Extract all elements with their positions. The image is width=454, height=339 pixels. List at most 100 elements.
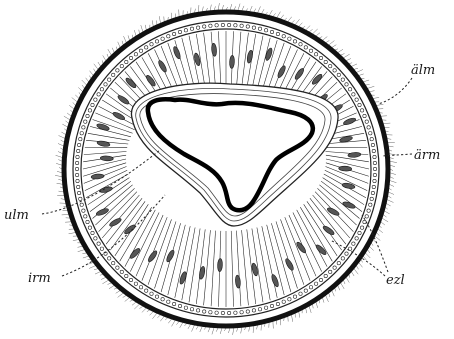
fringe-hair [367,86,374,88]
fringe-hair [338,49,343,52]
fringe-hair [132,302,136,305]
fringe-hair [139,306,143,309]
fringe-hair [94,64,98,70]
fringe-hair [313,304,314,308]
fringe-hair [384,211,389,214]
fringe-hair [78,250,85,252]
fringe-hair [249,326,250,331]
fringe-hair [367,250,370,253]
fringe-hair [157,315,160,318]
fringe-hair [75,95,79,99]
fringe-hair [237,328,238,332]
fringe-hair [322,37,327,41]
fringe-hair [280,15,283,19]
fringe-hair [343,54,349,58]
fringe-hair [250,6,253,12]
fringe-hair [316,302,318,308]
fringe-hair [356,70,363,73]
fringe-hair [72,98,78,103]
fringe-hair [82,85,85,88]
fringe-hair [58,152,63,154]
fringe-hair [354,68,358,69]
fringe-hair [56,163,62,165]
fringe-hair [390,165,395,167]
fringe-hair [388,142,395,143]
fringe-hair [66,121,69,124]
fringe-hair [359,263,363,268]
fringe-hair [103,55,106,60]
fringe-hair [83,256,89,258]
fringe-hair [58,160,62,162]
fringe-hair [363,80,369,82]
fringe-hair [180,322,183,327]
fringe-hair [365,84,369,85]
fringe-hair [230,4,232,10]
fringe-hair [316,33,320,36]
fringe-hair [369,246,373,250]
fringe-hair [234,6,236,10]
fringe-hair [341,54,345,56]
fringe-hair [108,49,112,55]
fringe-hair [108,283,112,285]
fringe-hair [107,54,109,58]
fringe-hair [288,17,292,22]
fringe-hair [196,326,198,330]
fringe-hair [216,328,218,332]
fringe-hair [369,91,374,92]
fringe-hair [176,321,179,324]
fringe-hair [375,236,381,241]
fringe-hair [78,246,83,247]
fringe-hair [160,316,164,321]
fringe-hair [172,320,176,326]
fringe-hair [214,6,215,10]
fringe-hair [390,177,394,179]
fringe-hair [139,30,140,34]
fringe-hair [118,42,121,48]
fringe-hair [57,195,64,196]
cell-nucleus [100,156,113,161]
fringe-hair [134,30,136,36]
fringe-hair [351,272,354,277]
fringe-hair [208,327,210,332]
fringe-hair [329,293,330,297]
fringe-hair [269,10,272,15]
fringe-hair [200,326,203,332]
fringe-hair [338,285,340,290]
leader-alm [378,78,412,104]
fringe-hair [390,181,397,183]
fringe-hair [238,4,240,11]
label-ulm: ulm [4,208,29,223]
fringe-hair [61,132,66,135]
fringe-hair [202,7,203,12]
fringe-hair [188,324,191,329]
fringe-hair [346,59,351,61]
fringe-hair [299,312,300,318]
fringe-hair [198,5,199,12]
fringe-hair [241,327,242,333]
fringe-hair [64,116,70,120]
fringe-hair [365,253,370,258]
fringe-hair [125,298,130,302]
fringe-hair [192,325,195,332]
fringe-hair [222,5,224,10]
fringe-hair [159,16,160,23]
cell-nucleus [339,166,352,171]
fringe-hair [233,328,234,335]
fringe-hair [228,328,230,333]
fringe-hair [118,293,124,297]
label-ezl: ezl [386,273,405,288]
fringe-hair [58,179,62,180]
fringe-hair [359,74,364,76]
fringe-hair [306,26,310,30]
fringe-hair [309,29,313,32]
fringe-hair [389,184,394,186]
fringe-hair [55,175,62,176]
fringe-hair [376,104,383,105]
fringe-hair [322,298,324,303]
fringe-hair [152,20,153,26]
fringe-hair [326,41,330,43]
fringe-hair [134,304,139,309]
fringe-hair [57,171,62,173]
fringe-hair [59,191,64,192]
fringe-hair [112,48,114,53]
